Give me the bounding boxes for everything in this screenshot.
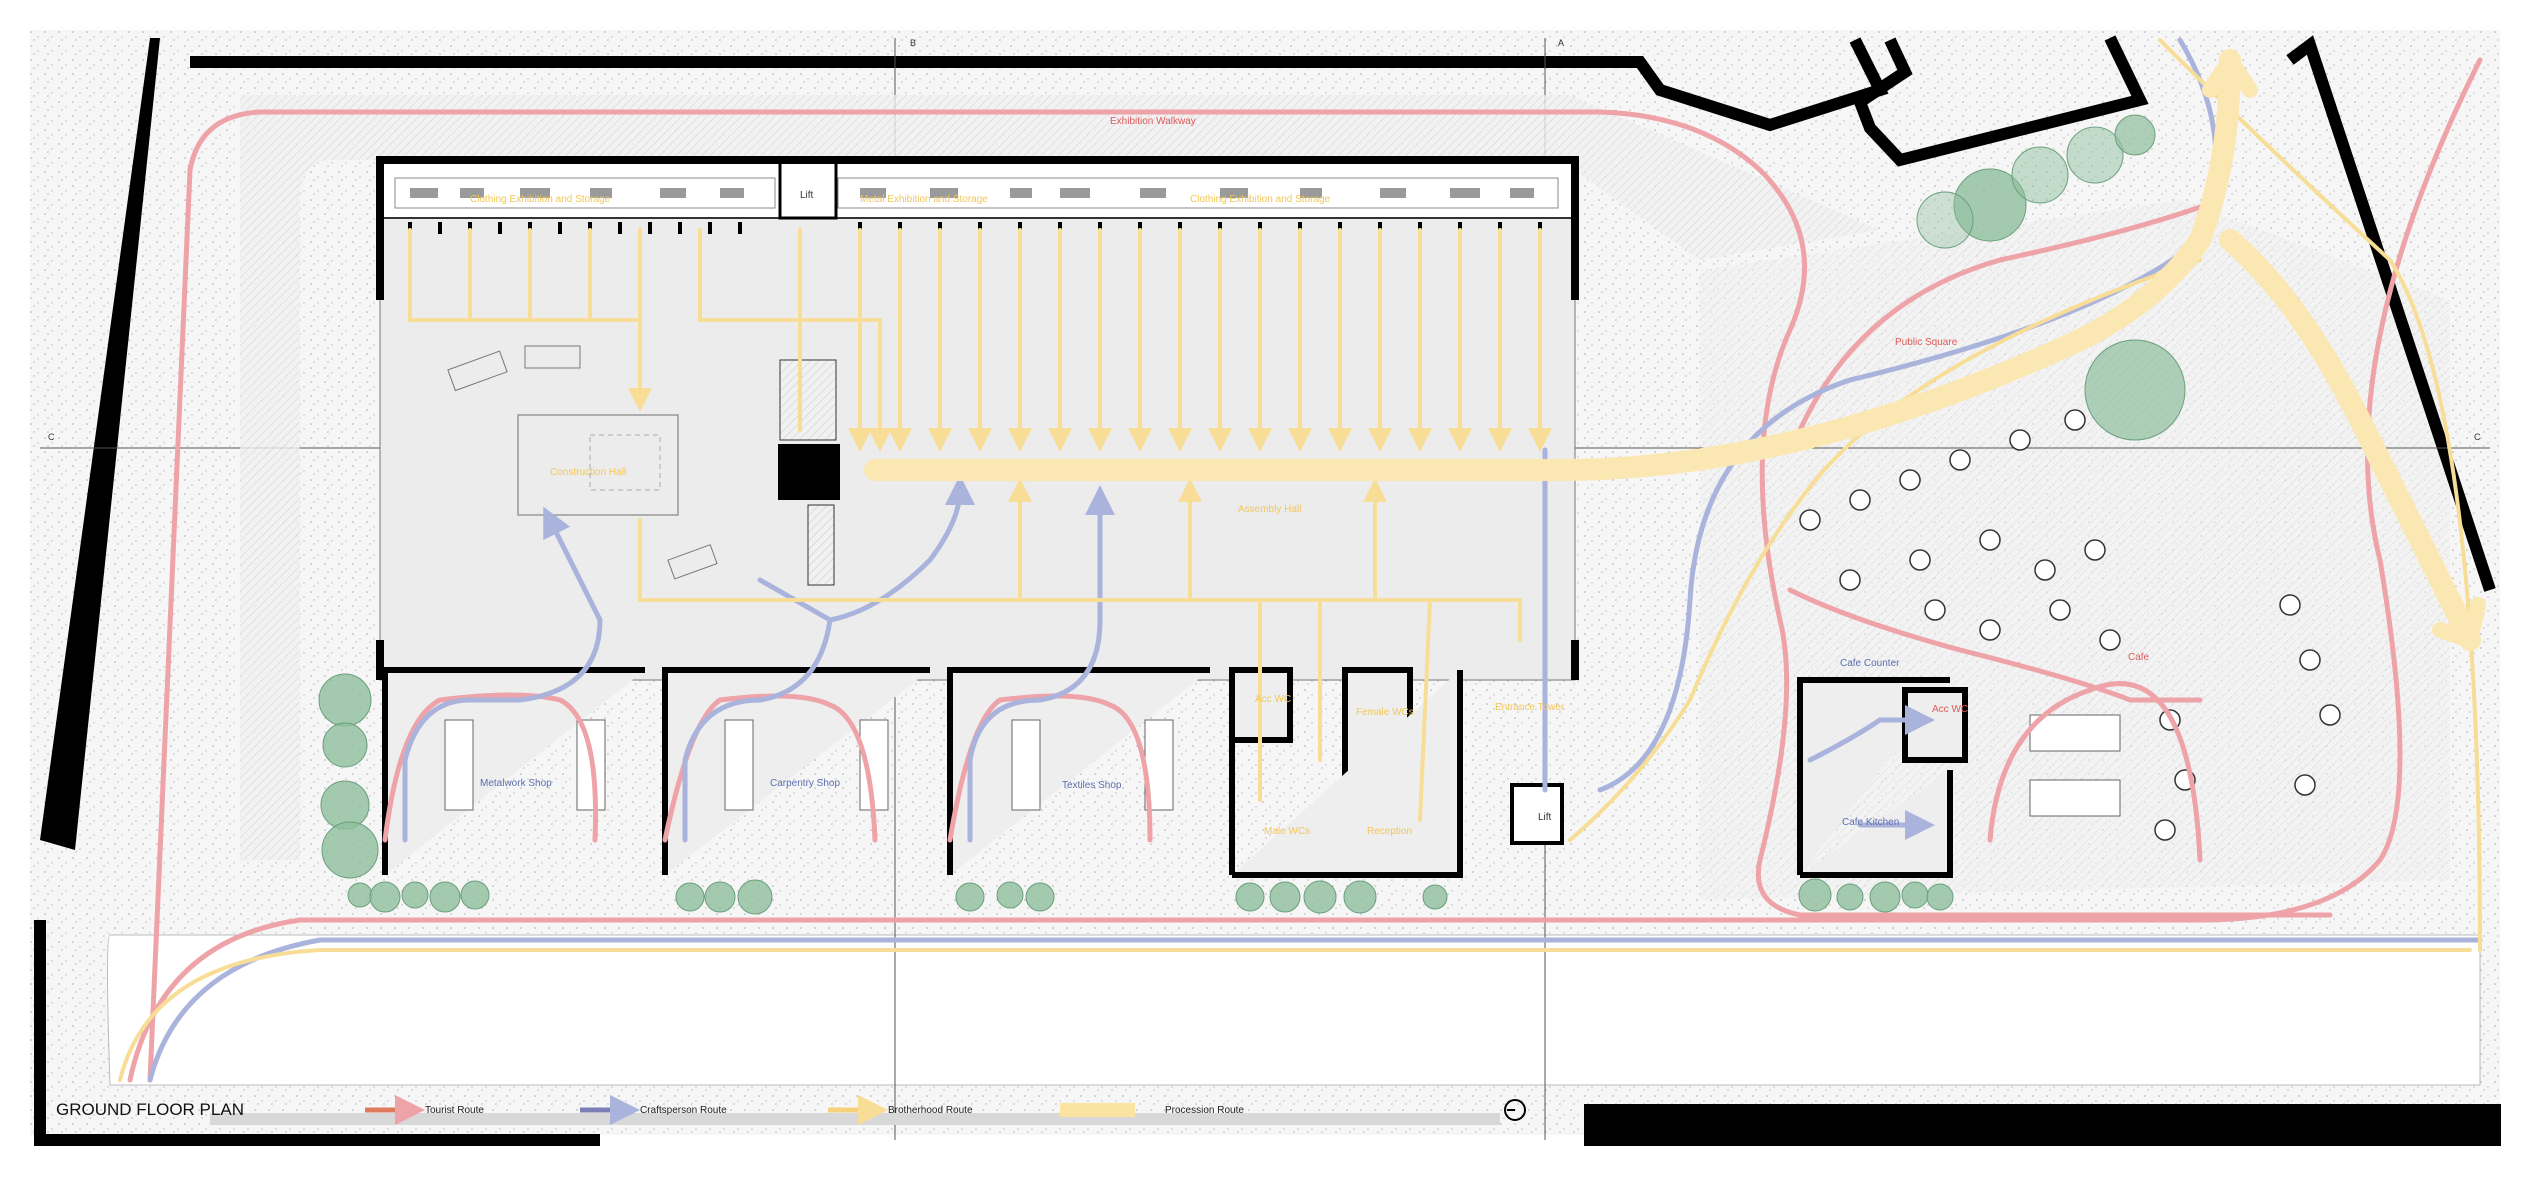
cafe-tables	[1799, 409, 2341, 841]
grid-marker-a: A	[1558, 38, 1564, 48]
workshop-benches	[444, 714, 2121, 817]
storage-right-label: Clothing Exhibition and Storage	[1190, 194, 1331, 205]
brotherhood-route-lines	[118, 38, 2482, 1082]
grid-marker-c-right: C	[2474, 432, 2481, 442]
site-walls	[34, 35, 2501, 1146]
metalwork-shop-label: Metalwork Shop	[480, 778, 552, 789]
legend-tourist-label: Tourist Route	[425, 1105, 484, 1116]
tourist-route-lines	[127, 57, 2483, 1083]
craftsperson-route-lines	[147, 37, 2483, 1083]
legend-craftsperson-label: Craftsperson Route	[640, 1105, 727, 1116]
grid-marker-b: B	[910, 38, 916, 48]
trees	[318, 114, 2186, 915]
storage-left-label: Clothing Exhibition and Storage	[470, 194, 611, 205]
carpentry-shop-label: Carpentry Shop	[770, 778, 840, 789]
procession-route-lines	[864, 49, 2486, 651]
construction-hall-label: Construction Hall	[550, 467, 626, 478]
assembly-hall-label: Assembly Hall	[1238, 504, 1301, 515]
exhibition-walkway-band	[240, 95, 1880, 860]
acc-wc-left-label: Acc WC	[1255, 694, 1291, 705]
public-square-label: Public Square	[1895, 337, 1958, 348]
cafe-label: Cafe	[2128, 652, 2150, 663]
storage-mid-label: Metal Exhibition and Storage	[860, 194, 988, 205]
lift-bottom-label: Lift	[1538, 812, 1552, 823]
entrance-tower-lift	[1510, 783, 1564, 845]
room-labels: Exhibition Walkway Clothing Exhibition a…	[470, 116, 2150, 837]
cafe-counter-label: Cafe Counter	[1840, 658, 1900, 669]
exhibition-walkway-label: Exhibition Walkway	[1110, 116, 1196, 127]
plan-title: GROUND FLOOR PLAN	[56, 1100, 244, 1119]
male-wcs-label: Male WCs	[1264, 826, 1310, 837]
legend-strip: GROUND FLOOR PLAN Tourist Route Craftspe…	[56, 1095, 1526, 1125]
reception-label: Reception	[1367, 826, 1412, 837]
grid-marker-c-left: C	[48, 432, 55, 442]
textiles-shop-label: Textiles Shop	[1062, 780, 1122, 791]
north-arrow-icon	[1504, 1099, 1526, 1121]
legend-brotherhood-label: Brotherhood Route	[888, 1105, 973, 1116]
lift-top-label: Lift	[800, 190, 814, 201]
cafe-kitchen-label: Cafe Kitchen	[1842, 817, 1899, 828]
entrance-tower-label: Entrance Tower	[1495, 702, 1565, 713]
legend-procession-label: Procession Route	[1165, 1105, 1244, 1116]
female-wcs-label: Female WCs	[1356, 707, 1414, 718]
acc-wc-right-label: Acc WC	[1932, 704, 1968, 715]
